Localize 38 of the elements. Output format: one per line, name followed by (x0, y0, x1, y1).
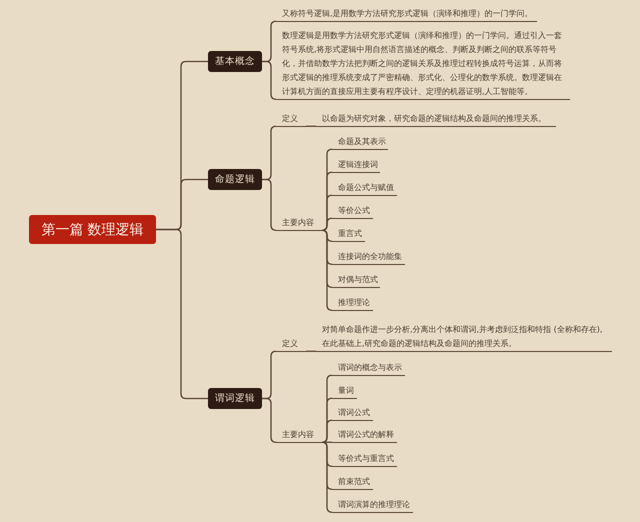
underlined-topic: 命题公式与赋值 (332, 181, 397, 196)
topic-box: 谓词逻辑 (208, 388, 262, 409)
underlined-topic: 主要内容 (276, 216, 322, 231)
underlined-topic: 以命题为研究对象，研究命题的逻辑结构及命题间的推理关系。 (316, 112, 556, 127)
underlined-topic: 谓词公式 (332, 406, 373, 421)
underlined-topic: 谓词公式的解释 (332, 428, 397, 443)
underlined-topic: 逻辑连接词 (332, 158, 380, 173)
connector-line (262, 60, 277, 100)
connector-line (321, 442, 333, 513)
connector-line (156, 228, 208, 400)
connector-line (321, 420, 333, 443)
underlined-topic: 量词 (332, 384, 357, 399)
underlined-topic: 数理逻辑是用数学方法研究形式逻辑（演绎和推理）的一门学问。通过引入一套符号系统,将形式逻辑中用自然语言描述的概念、判断及判断之间的联系等符号化，并借助数学方法把判断之间的逻辑关系及推理过程转换成符号运算，从而将形式逻辑的推理系统变成了严密精确、形式化、公理化的数学系统。数理逻辑在计算机方面的直接应用主要有程序设计、定理的机器证明,人工智能等。 (276, 29, 570, 100)
underlined-topic: 推理理论 (332, 296, 373, 311)
topic-box: 基本概念 (208, 51, 262, 72)
underlined-topic: 又称符号逻辑,是用数学方法研究形式逻辑（演绎和推理）的一门学问。 (276, 7, 537, 22)
underlined-topic: 对偶与范式 (332, 273, 380, 288)
underlined-topic: 重言式 (332, 227, 365, 242)
connector-line (321, 218, 333, 231)
connector-line (262, 398, 277, 443)
underlined-topic: 谓词演算的推理理论 (332, 498, 413, 513)
connector-line (306, 126, 316, 127)
underlined-topic: 谓词的概念与表示 (332, 361, 405, 376)
topic-box: 命题逻辑 (208, 169, 262, 190)
underlined-topic: 定义 (276, 112, 306, 127)
underlined-topic: 命题及其表示 (332, 135, 388, 150)
central-topic-box: 第一篇 数理逻辑 (29, 215, 156, 244)
connector-line (322, 442, 332, 443)
underlined-topic: 定义 (276, 337, 306, 352)
underlined-topic: 主要内容 (276, 428, 322, 443)
underlined-topic: 对简单命题作进一步分析,分离出个体和谓词,并考虑到泛指和特指 (全称和存在),在此基础上,研究命题的逻辑结构及命题间的推理关系。 (316, 323, 612, 352)
underlined-topic: 等价式与重言式 (332, 452, 397, 467)
connector-line (262, 178, 277, 231)
underlined-topic: 前束范式 (332, 475, 373, 490)
connector-line (306, 350, 316, 352)
underlined-topic: 连接词的全功能集 (332, 250, 405, 265)
underlined-topic: 等价公式 (332, 204, 373, 219)
connector-line (321, 230, 333, 311)
